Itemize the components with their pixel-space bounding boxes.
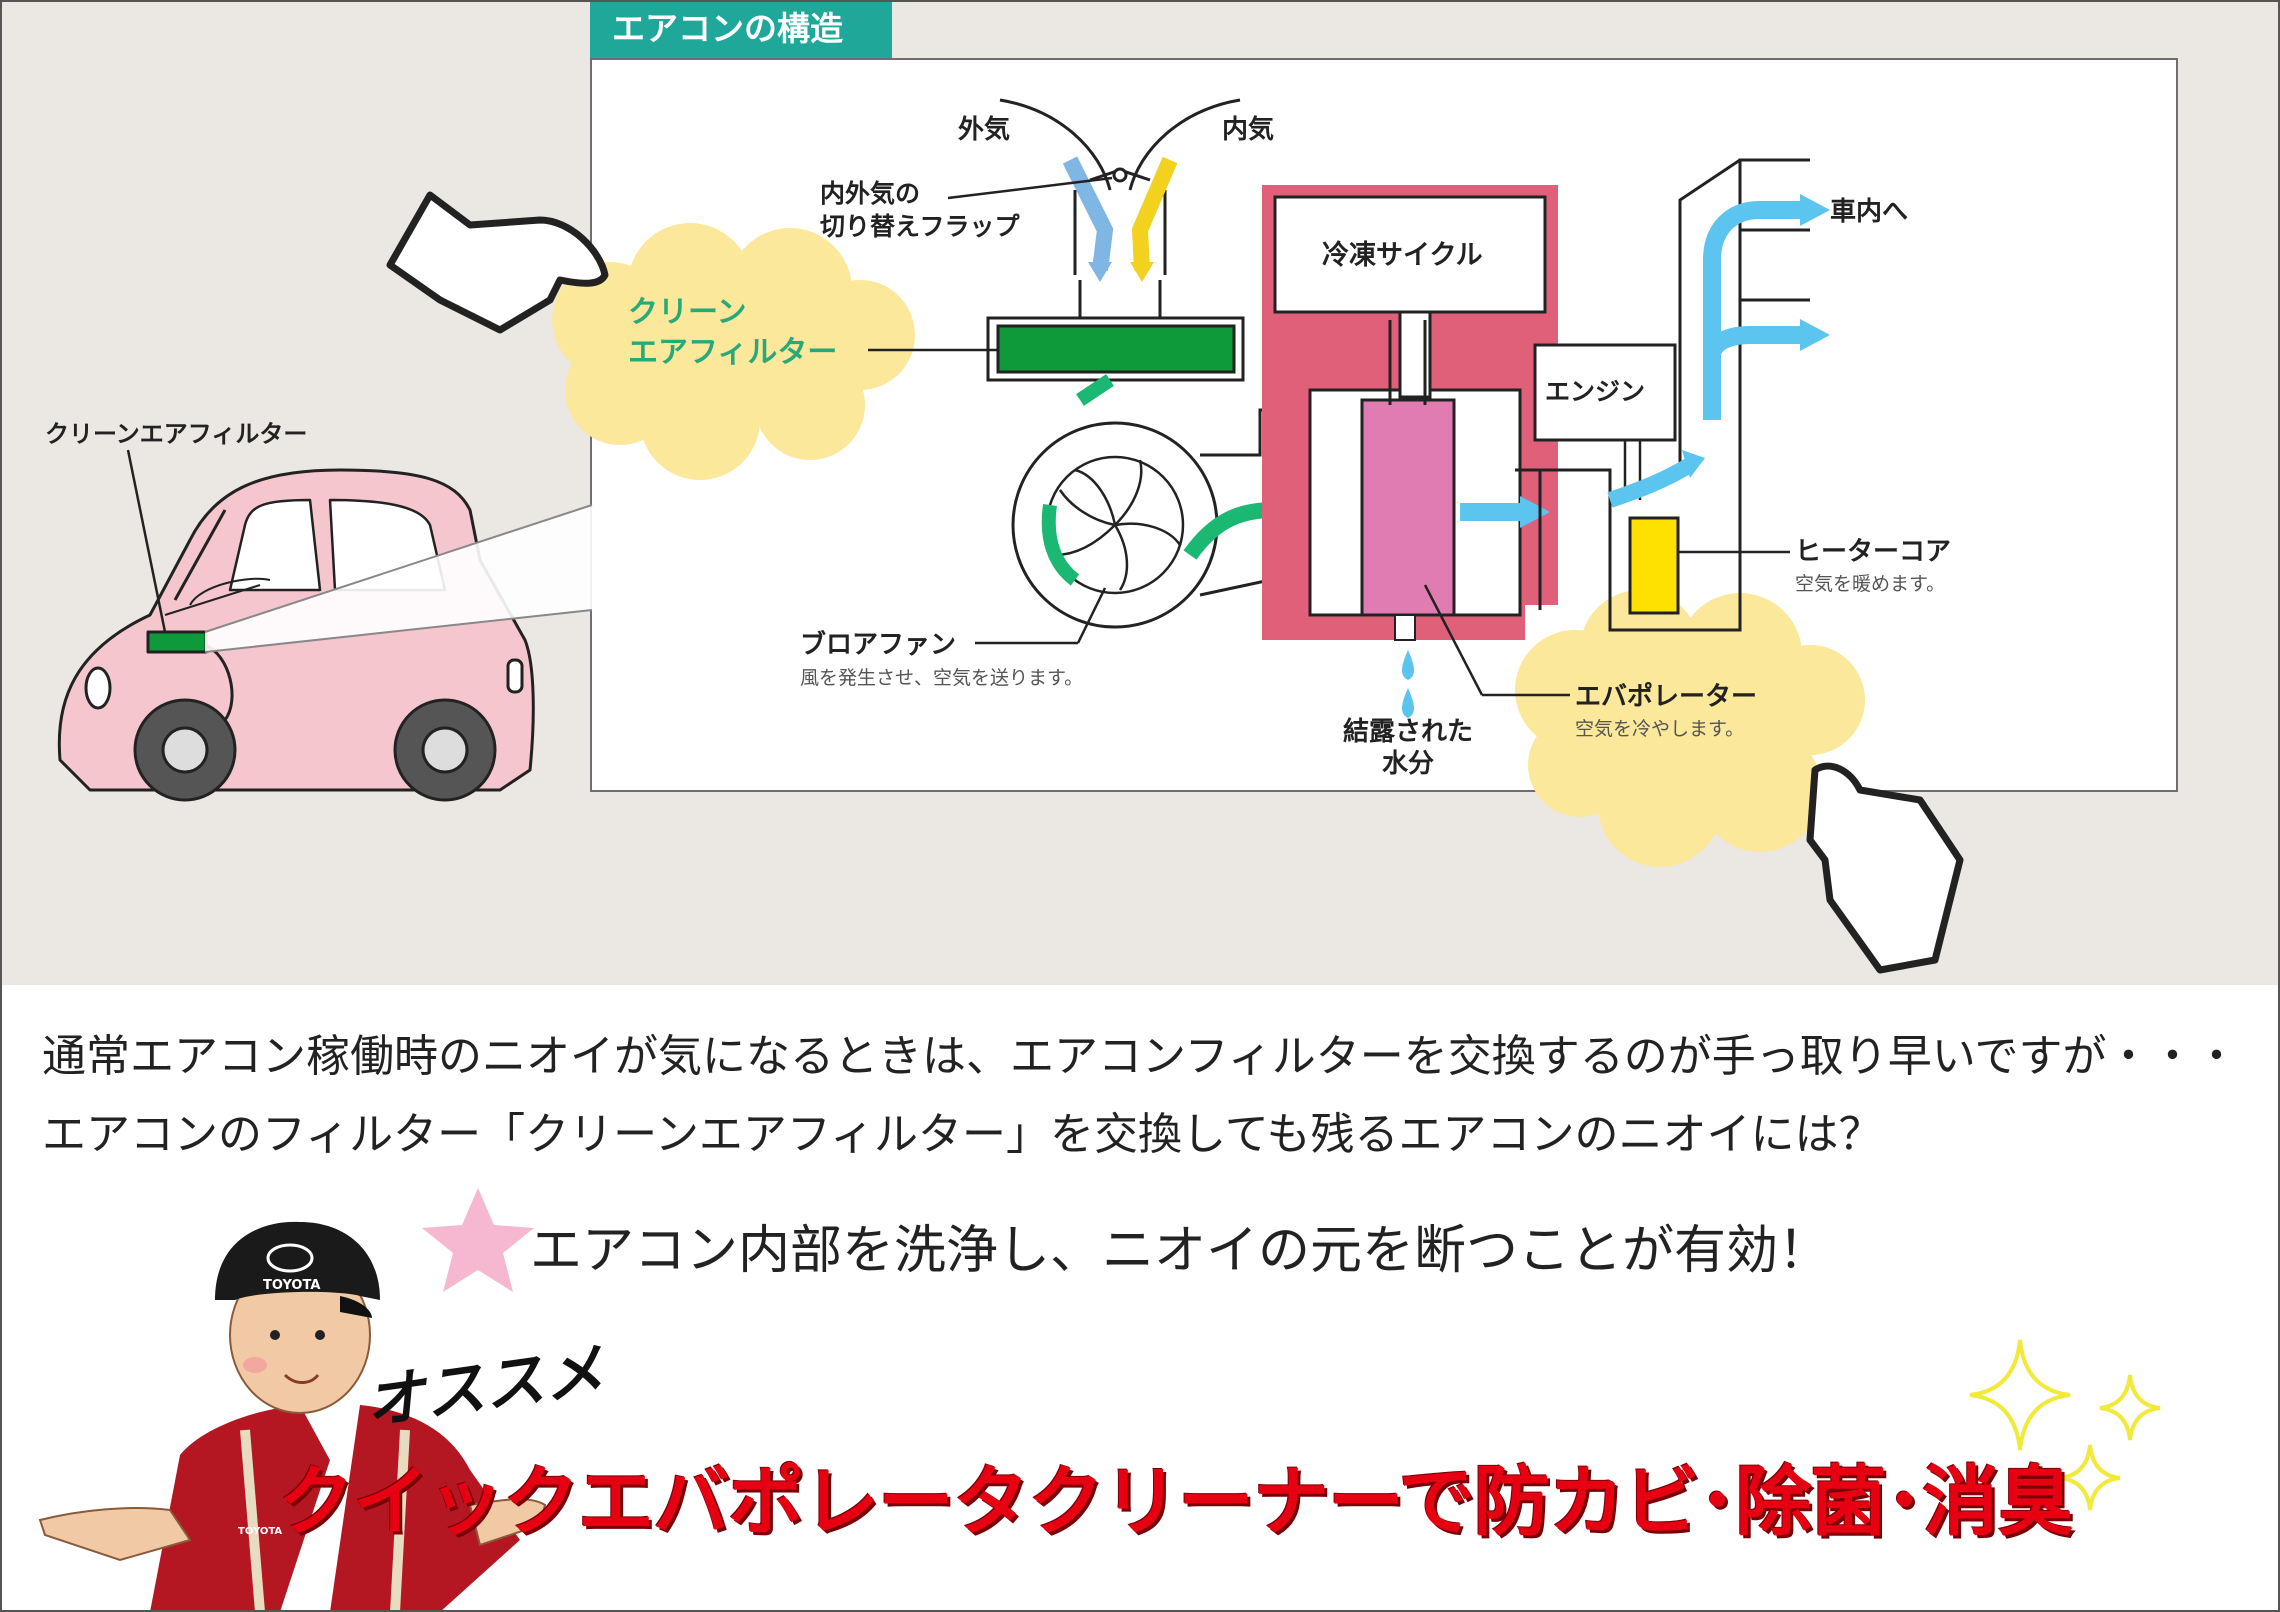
- label-engine: エンジン: [1545, 377, 1645, 406]
- heater-core-block: [1628, 516, 1680, 615]
- cabin-air-arrow: [1703, 201, 1805, 420]
- sparkle-icon: [1969, 1339, 2161, 1511]
- label-condensation-1: 結露された: [1343, 716, 1473, 747]
- label-flap-2: 切り替えフラップ: [820, 212, 1021, 241]
- label-blower-desc: 風を発生させ、空気を送ります。: [800, 667, 1083, 689]
- zoom-cone: [205, 505, 592, 652]
- filter-block: [996, 324, 1236, 374]
- heater-duct: [1515, 158, 1810, 632]
- headline: エアコン内部を洗浄し、ニオイの元を断つことが有効！: [530, 1221, 1831, 1281]
- pointing-hand-icon: [386, 191, 609, 334]
- pointing-hand-icon: [1806, 762, 1964, 974]
- label-car-filter: クリーンエアフィルター: [45, 420, 307, 448]
- star-icon: [422, 1188, 534, 1292]
- label-evaporator: エバポレーター: [1575, 681, 1757, 712]
- label-filter-1: クリーン: [628, 295, 747, 330]
- mechanic-mascot-icon: [38, 1221, 547, 1612]
- mascot-cap-text: TOYOTA: [263, 1278, 320, 1293]
- label-filter-2: エアフィルター: [628, 335, 837, 370]
- mascot-jacket-text: TOYOTA: [238, 1526, 282, 1537]
- explanation-line-2: エアコンのフィルター「クリーンエアフィルター」を交換しても残るエアコンのニオイに…: [42, 1109, 1883, 1160]
- label-heater-desc: 空気を暖めます。: [1795, 573, 1945, 595]
- inside-air-arrow: [1131, 156, 1178, 271]
- label-condensation-2: 水分: [1382, 749, 1434, 779]
- label-evaporator-desc: 空気を冷やします。: [1575, 718, 1744, 740]
- label-blower-fan: ブロアファン: [800, 629, 956, 660]
- evaporator-block: [1360, 398, 1456, 617]
- label-outside-air: 外気: [958, 114, 1010, 145]
- product-name: クイックエバポレータクリーナーで防カビ･除菌･消臭: [278, 1457, 2073, 1546]
- label-flap-1: 内外気の: [820, 179, 920, 208]
- explanation-line-1: 通常エアコン稼働時のニオイが気になるときは、エアコンフィルターを交換するのが手っ…: [42, 1031, 2239, 1082]
- outside-air-arrow: [1062, 156, 1114, 271]
- car-filter-leader: [126, 449, 167, 633]
- air-intake: [999, 98, 1241, 275]
- label-to-cabin: 車内へ: [1830, 197, 1908, 227]
- label-refrigeration: 冷凍サイクル: [1322, 240, 1483, 271]
- engine-block: [1533, 343, 1677, 500]
- label-heater-core: ヒーターコア: [1795, 537, 1951, 567]
- diagram-title: エアコンの構造: [590, 0, 892, 58]
- filter-cloud: [552, 223, 915, 480]
- label-inside-air: 内気: [1222, 114, 1274, 145]
- water-drop-icon: [1402, 650, 1414, 718]
